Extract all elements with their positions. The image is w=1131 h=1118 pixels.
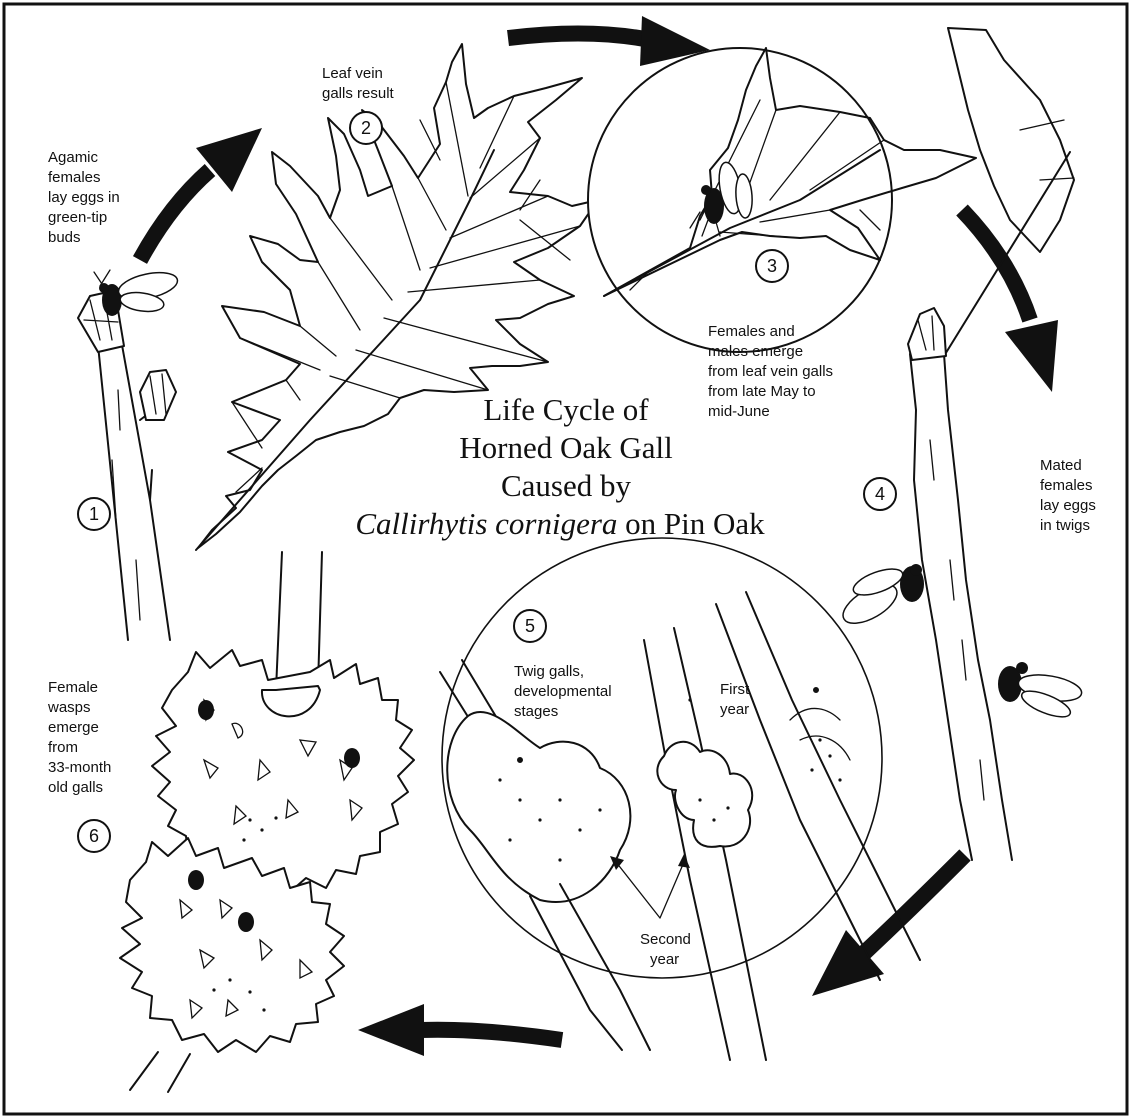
svg-text:green-tip: green-tip	[48, 209, 107, 226]
title-species-name: Callirhytis cornigera	[355, 506, 617, 541]
svg-text:Leaf vein: Leaf vein	[322, 65, 383, 82]
svg-text:Caused by: Caused by	[501, 468, 632, 503]
svg-text:Females and: Females and	[708, 323, 795, 340]
svg-text:from leaf vein galls: from leaf vein galls	[708, 363, 833, 380]
svg-text:from: from	[48, 739, 78, 756]
svg-text:year: year	[720, 701, 749, 718]
svg-text:2: 2	[361, 118, 371, 138]
step-number-3: 3	[756, 250, 788, 282]
svg-text:6: 6	[89, 826, 99, 846]
svg-text:year: year	[650, 951, 679, 968]
svg-text:Twig galls,: Twig galls,	[514, 663, 584, 680]
svg-text:5: 5	[525, 616, 535, 636]
svg-text:Mated: Mated	[1040, 457, 1082, 474]
svg-text:emerge: emerge	[48, 719, 99, 736]
svg-text:Second: Second	[640, 931, 691, 948]
svg-text:galls result: galls result	[322, 85, 395, 102]
svg-text:in twigs: in twigs	[1040, 517, 1090, 534]
step-number-1: 1	[78, 498, 110, 530]
svg-text:33-month: 33-month	[48, 759, 111, 776]
step-number-2: 2	[350, 112, 382, 144]
svg-text:wasps: wasps	[47, 699, 91, 716]
svg-text:Callirhytis cornigera on Pin O: Callirhytis cornigera on Pin Oak	[355, 506, 765, 541]
svg-text:Female: Female	[48, 679, 98, 696]
svg-text:stages: stages	[514, 703, 558, 720]
svg-text:3: 3	[767, 256, 777, 276]
svg-text:from late May to: from late May to	[708, 383, 816, 400]
svg-text:developmental: developmental	[514, 683, 612, 700]
title-host-plant: on Pin Oak	[617, 506, 765, 541]
svg-text:males emerge: males emerge	[708, 343, 803, 360]
svg-text:First: First	[720, 681, 750, 698]
step-number-5: 5	[514, 610, 546, 642]
svg-text:Agamic: Agamic	[48, 149, 99, 166]
svg-text:mid-June: mid-June	[708, 403, 770, 420]
svg-text:Life Cycle of: Life Cycle of	[483, 392, 649, 427]
svg-text:females: females	[48, 169, 101, 186]
step-number-6: 6	[78, 820, 110, 852]
svg-text:lay eggs in: lay eggs in	[48, 189, 120, 206]
svg-text:1: 1	[89, 504, 99, 524]
step-number-4: 4	[864, 478, 896, 510]
svg-text:Horned Oak Gall: Horned Oak Gall	[459, 430, 673, 465]
svg-text:lay eggs: lay eggs	[1040, 497, 1096, 514]
svg-text:4: 4	[875, 484, 885, 504]
svg-text:females: females	[1040, 477, 1093, 494]
svg-text:old galls: old galls	[48, 779, 103, 796]
svg-text:buds: buds	[48, 229, 81, 246]
